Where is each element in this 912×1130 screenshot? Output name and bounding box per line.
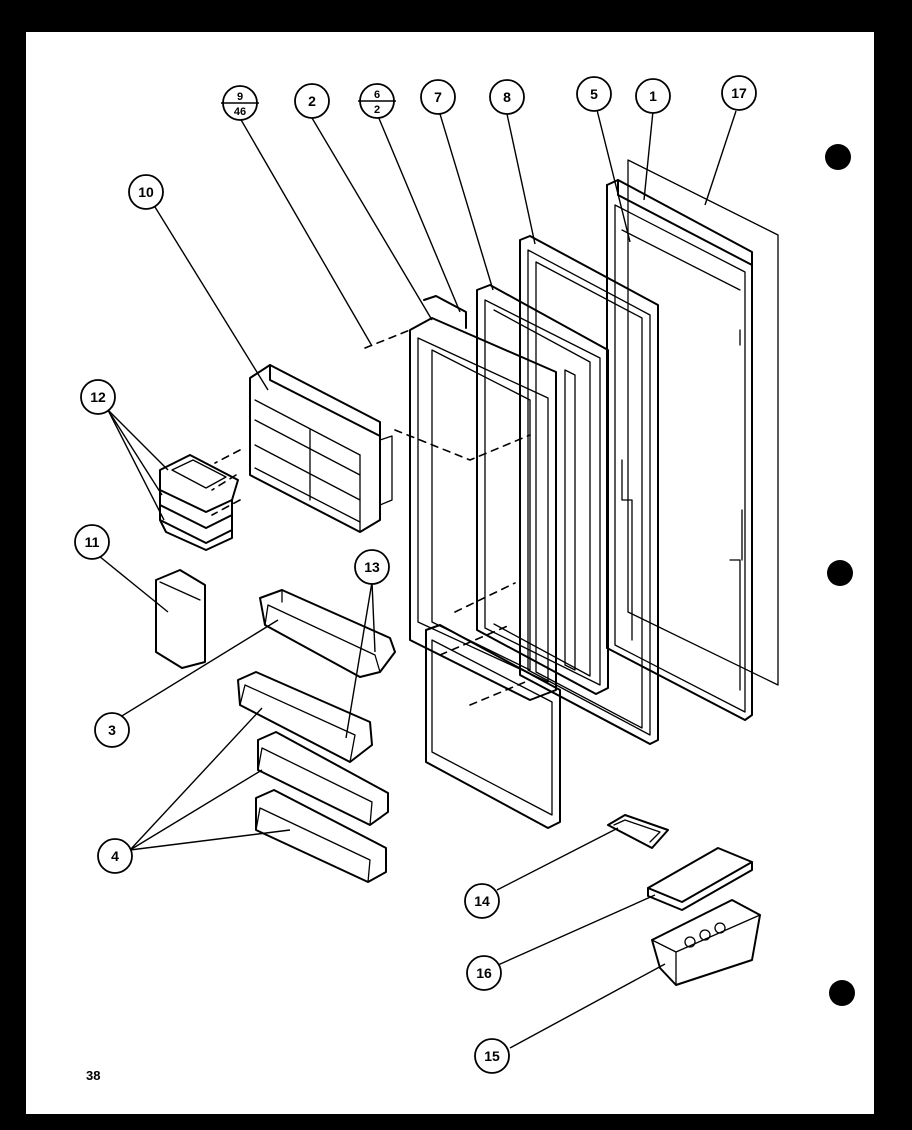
callout-label-12: 12 (90, 389, 106, 405)
part-17-door-panel (627, 159, 779, 686)
part-12-containers (159, 454, 239, 551)
callout-label-14: 14 (474, 893, 490, 909)
part-14-tray (607, 814, 669, 849)
callout-circle-3 (94, 712, 130, 748)
part-3-door-bin (259, 589, 396, 678)
callout-label-5: 5 (590, 86, 598, 102)
punch-hole-bottom (829, 980, 855, 1006)
callout-circle-13 (354, 549, 390, 585)
callout-label-15: 15 (484, 1048, 500, 1064)
part-7-inner-liner (476, 284, 609, 695)
punch-hole-top (825, 144, 851, 170)
fraction-top-9: 9 (237, 91, 243, 103)
callout-label-10: 10 (138, 184, 154, 200)
fraction-bottom-6: 2 (374, 104, 380, 116)
callout-circle-11 (74, 524, 110, 560)
part-15-ice-bin (651, 899, 761, 986)
punch-hole-middle (827, 560, 853, 586)
page-number: 38 (86, 1068, 100, 1083)
part-10-storage-rack (249, 364, 393, 533)
callout-label-4: 4 (111, 848, 119, 864)
callout-label-2: 2 (308, 93, 316, 109)
callout-label-1: 1 (649, 88, 657, 104)
fraction-bottom-9: 46 (234, 106, 246, 118)
callout-circle-7 (420, 79, 456, 115)
callout-label-8: 8 (503, 89, 511, 105)
leader-lines (98, 109, 737, 1049)
callout-circle-14 (464, 883, 500, 919)
callout-circle-10 (128, 174, 164, 210)
part-8-door-gasket (519, 235, 659, 745)
callout-circle-2 (294, 83, 330, 119)
part-4-door-bins (237, 671, 389, 883)
callout-circle-16 (466, 955, 502, 991)
callout-circle-5 (576, 76, 612, 112)
part-16-bin-cover (647, 847, 753, 911)
part-11-cover-panel (155, 569, 206, 669)
callout-circle-8 (489, 79, 525, 115)
callout-label-7: 7 (434, 89, 442, 105)
callout-label-3: 3 (108, 722, 116, 738)
callout-circle-17 (721, 75, 757, 111)
callout-label-17: 17 (731, 85, 747, 101)
callout-label-13: 13 (364, 559, 380, 575)
callout-label-16: 16 (476, 965, 492, 981)
fraction-top-6: 6 (374, 89, 380, 101)
callout-circle-1 (635, 78, 671, 114)
dashed-alignment-lines (211, 329, 531, 706)
part-2-front-door (409, 295, 561, 829)
callout-circle-15 (474, 1038, 510, 1074)
callout-circle-12 (80, 379, 116, 415)
callout-label-11: 11 (85, 534, 100, 550)
callout-circle-4 (97, 838, 133, 874)
